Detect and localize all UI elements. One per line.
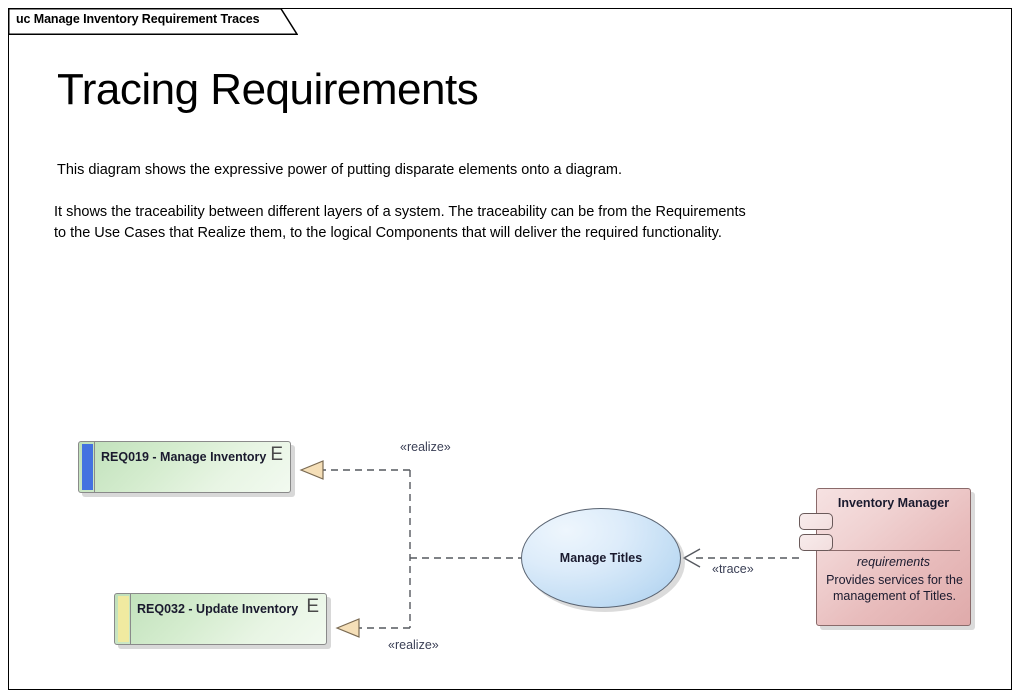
note-paragraph-1: This diagram shows the expressive power … bbox=[57, 162, 622, 178]
usecase-label: Manage Titles bbox=[559, 551, 643, 565]
requirement-body: REQ032 - Update Inventory E bbox=[114, 593, 327, 645]
connector-label-trace: «trace» bbox=[712, 562, 754, 576]
requirement-name: REQ019 - Manage Inventory bbox=[101, 450, 267, 464]
requirement-element-icon: E bbox=[270, 444, 283, 465]
requirement-color-bar-fill bbox=[82, 444, 93, 490]
component-body: Inventory Manager requirements Provides … bbox=[816, 488, 971, 626]
usecase-manage-titles[interactable]: Manage Titles bbox=[521, 508, 685, 612]
requirement-body: REQ019 - Manage Inventory E bbox=[78, 441, 291, 493]
page-title: Tracing Requirements bbox=[57, 65, 479, 114]
requirement-req019[interactable]: REQ019 - Manage Inventory E bbox=[78, 441, 295, 497]
component-port-icon-upper bbox=[799, 513, 833, 530]
requirement-element-icon: E bbox=[306, 596, 319, 617]
diagram-frame-tab: uc Manage Inventory Requirement Traces bbox=[8, 8, 298, 35]
connector-label-realize-2: «realize» bbox=[388, 638, 439, 652]
connector-label-realize-1: «realize» bbox=[400, 440, 451, 454]
note-paragraph-2: It shows the traceability between differ… bbox=[54, 204, 746, 241]
requirement-color-bar bbox=[79, 442, 95, 492]
requirement-name: REQ032 - Update Inventory bbox=[137, 602, 299, 616]
usecase-body bbox=[521, 508, 681, 608]
component-stereotype-label: requirements bbox=[857, 555, 930, 569]
requirement-color-bar bbox=[115, 594, 131, 644]
diagram-frame-tab-label: uc Manage Inventory Requirement Traces bbox=[16, 12, 260, 26]
component-divider bbox=[829, 550, 960, 551]
component-description: Provides services for the management of … bbox=[826, 573, 963, 603]
frame-tab-shape bbox=[8, 8, 298, 35]
component-port-icon-lower bbox=[799, 534, 833, 551]
requirement-color-bar-fill bbox=[118, 596, 129, 642]
requirement-req032[interactable]: REQ032 - Update Inventory E bbox=[114, 593, 331, 649]
component-inventory-manager[interactable]: Inventory Manager requirements Provides … bbox=[799, 488, 975, 630]
component-name: Inventory Manager bbox=[837, 496, 950, 510]
